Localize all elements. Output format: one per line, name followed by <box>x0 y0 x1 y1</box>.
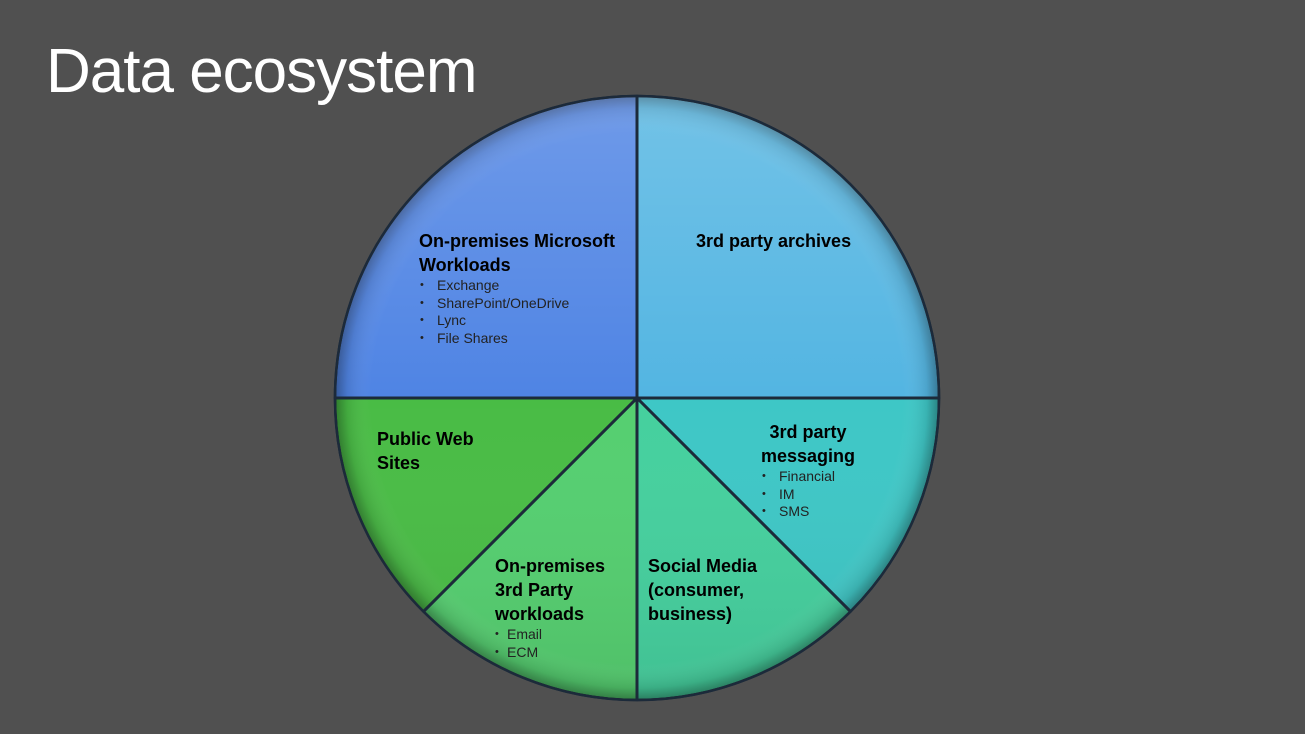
segment-title: 3rd party messaging <box>761 422 856 466</box>
segment-items: Financial IM SMS <box>761 468 855 521</box>
list-item: Email <box>495 626 605 644</box>
list-item: SharePoint/OneDrive <box>420 295 615 313</box>
segment-label-third-party-messaging: 3rd party messaging Financial IM SMS <box>761 420 855 521</box>
segment-label-social-media: Social Media (consumer, business) <box>648 554 757 626</box>
segment-label-public-web-sites: Public Web Sites <box>377 427 474 475</box>
list-item: Lync <box>420 312 615 330</box>
list-item: SMS <box>762 503 855 521</box>
segment-items: Email ECM <box>495 626 605 661</box>
list-item: File Shares <box>420 330 615 348</box>
segment-divider <box>635 396 852 613</box>
list-item: IM <box>762 486 855 504</box>
segment-items: Exchange SharePoint/OneDrive Lync File S… <box>419 277 615 347</box>
segment-title: Social Media (consumer, business) <box>648 556 758 624</box>
slide-title: Data ecosystem <box>46 37 478 106</box>
list-item: ECM <box>495 644 605 662</box>
segment-label-third-party-archives: 3rd party archives <box>696 229 851 253</box>
segment-title: 3rd party archives <box>696 231 852 251</box>
pie-rim <box>333 94 941 702</box>
segment-label-onprem-third-party: On-premises 3rd Party workloads Email EC… <box>495 554 605 661</box>
segment-title: On-premises Microsoft Workloads <box>419 231 616 275</box>
segment-title: Public Web Sites <box>377 429 474 473</box>
segment-label-onprem-microsoft: On-premises Microsoft Workloads Exchange… <box>419 229 615 347</box>
list-item: Financial <box>762 468 855 486</box>
segment-title: On-premises 3rd Party workloads <box>495 556 606 624</box>
list-item: Exchange <box>420 277 615 295</box>
segment-divider <box>422 396 639 613</box>
